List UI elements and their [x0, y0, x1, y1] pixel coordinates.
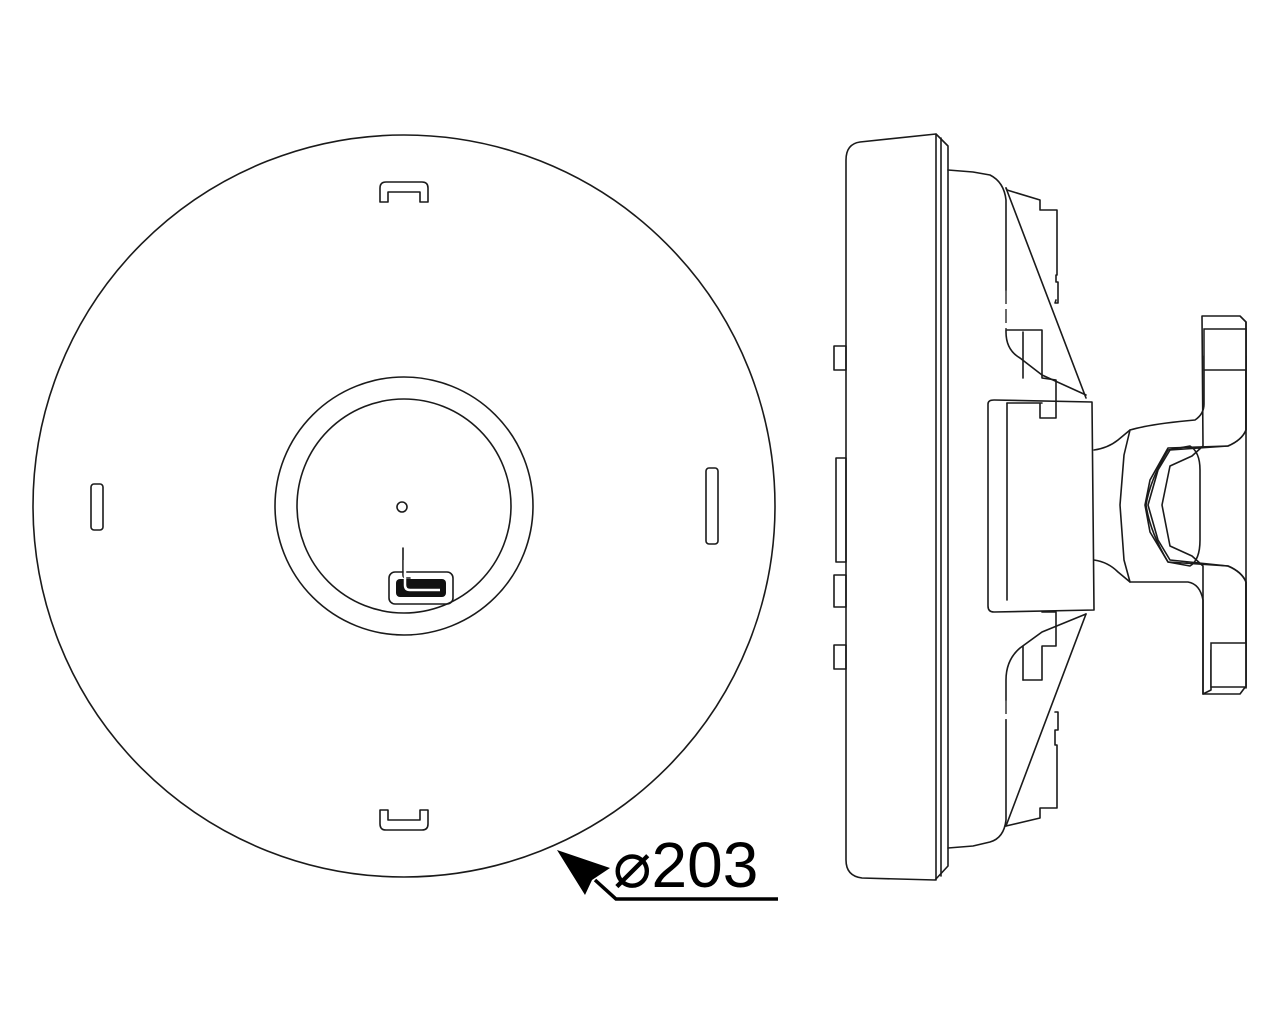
coil-center-pin [396, 501, 408, 513]
left-bar [90, 483, 104, 531]
diameter-dimension-arrow [557, 850, 778, 901]
bottom-slot [379, 809, 429, 831]
front-view [32, 134, 776, 878]
top-slot [379, 181, 429, 203]
coil-anchor-fill [396, 579, 446, 597]
hub-outer-ring [274, 376, 534, 636]
hub-inner-ring [296, 398, 512, 614]
flange-section-hatched [1147, 315, 1247, 695]
coil-anchor-wire [403, 560, 440, 592]
right-bar [705, 467, 719, 545]
flange-bolt-hole-top [1203, 328, 1247, 371]
diameter-dimension-label: ⌀203 [613, 829, 759, 901]
clutch-body-profile [845, 133, 949, 881]
side-view [833, 133, 1247, 881]
flange-bolt-hole-bottom [1210, 642, 1247, 688]
outer-rim [32, 134, 776, 878]
coil-anchor-outer [388, 571, 454, 605]
